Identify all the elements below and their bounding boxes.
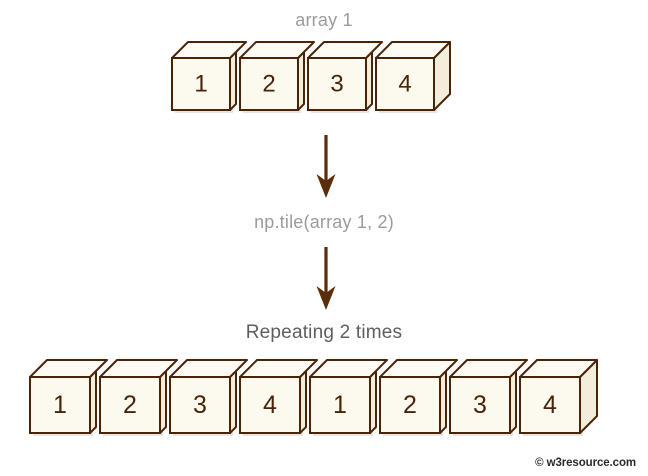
cube-value: 2 (123, 391, 137, 419)
cube-value: 1 (53, 391, 67, 419)
cube-value: 4 (398, 71, 411, 98)
input-cubes-group: 1 2 3 4 (171, 41, 451, 113)
result-label: Repeating 2 times (245, 322, 403, 343)
cube: 1 (29, 359, 108, 436)
cube: 4 (375, 41, 451, 113)
cube: 2 (99, 359, 178, 436)
cube-value: 2 (262, 71, 275, 98)
cube: 1 (309, 359, 388, 436)
array-row-input: 1 2 3 4 (170, 40, 480, 132)
page-title: array 1 (295, 10, 353, 30)
cube: 3 (169, 359, 248, 436)
cube-value: 1 (194, 71, 207, 98)
cube-value: 4 (543, 391, 557, 419)
cube-value: 3 (473, 391, 487, 419)
arrow-down-icon-second (316, 247, 336, 310)
cube-value: 4 (263, 391, 277, 419)
cube-value: 3 (193, 391, 207, 419)
cube-value: 2 (403, 391, 417, 419)
cube-value: 1 (333, 391, 347, 419)
cube: 3 (307, 41, 383, 113)
operation-label: np.tile(array 1, 2) (254, 212, 394, 232)
output-cubes-group: 1 2 3 4 1 2 3 4 (29, 359, 598, 436)
cube: 4 (519, 359, 598, 436)
cube: 2 (239, 41, 315, 113)
watermark: © w3resource.com (535, 457, 636, 469)
arrow-down-icon-first (316, 135, 336, 198)
cube: 3 (449, 359, 528, 436)
cube: 2 (379, 359, 458, 436)
cube: 1 (171, 41, 247, 113)
array-row-output: 1 2 3 4 1 2 3 4 (28, 358, 628, 454)
cube-value: 3 (330, 71, 343, 98)
cube: 4 (239, 359, 318, 436)
